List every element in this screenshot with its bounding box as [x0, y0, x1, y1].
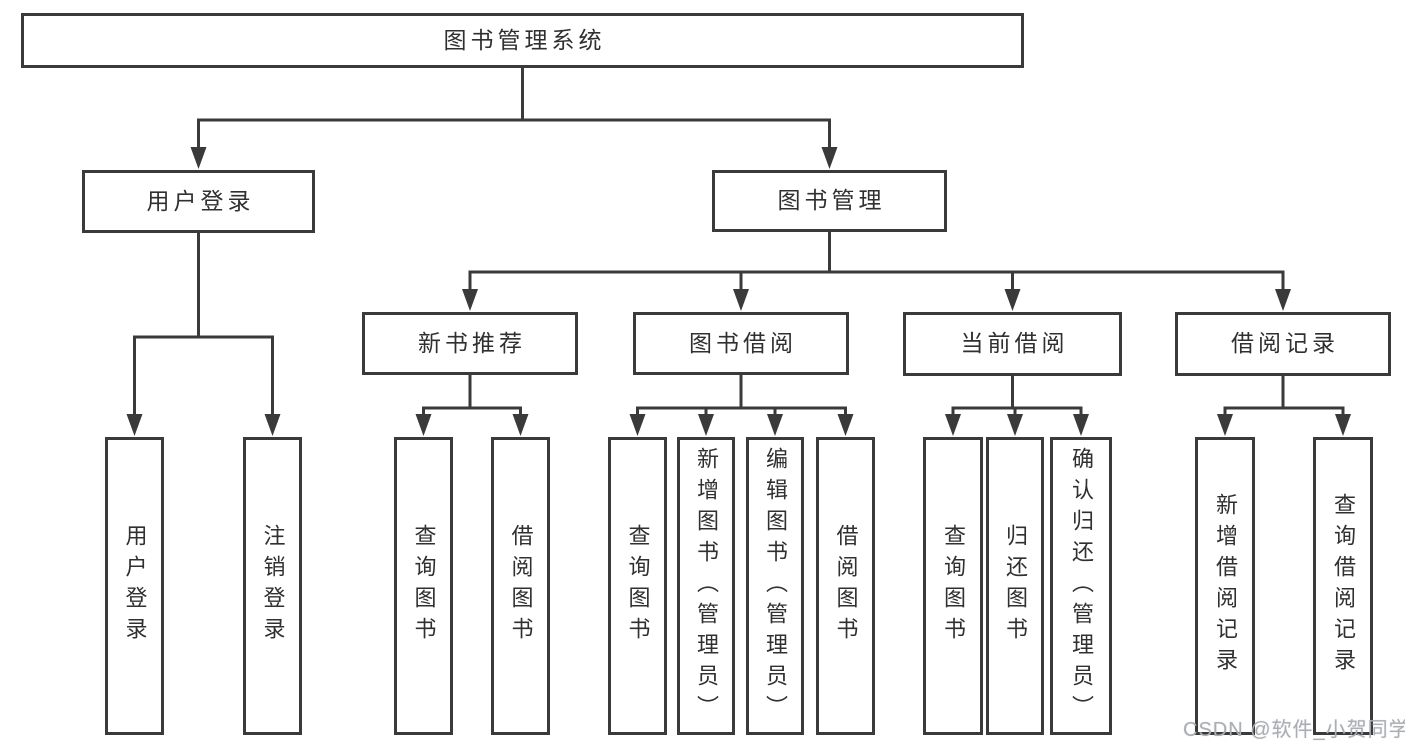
node-label-current-borrow: 当前借阅 — [960, 330, 1069, 357]
node-label-br-add-record: 新增借阅记录 — [1213, 493, 1238, 679]
node-label-book-borrow: 图书借阅 — [689, 329, 797, 356]
node-label-bb-edit-books: 编辑图书（管理员） — [763, 446, 788, 726]
arrowhead-icon — [264, 414, 281, 436]
arrowhead-icon — [1004, 289, 1021, 311]
arrowhead-icon — [767, 414, 783, 436]
node-user-login: 用户登录 — [82, 170, 315, 233]
node-book-management: 图书管理 — [712, 170, 947, 232]
node-label-nb-query-books: 查询图书 — [411, 524, 437, 648]
arrowhead-icon — [190, 147, 207, 169]
node-borrow-records: 借阅记录 — [1175, 312, 1391, 376]
node-cb-confirm-return: 确认归还（管理员） — [1050, 437, 1112, 735]
node-label-borrow-records: 借阅记录 — [1231, 330, 1339, 357]
arrowhead-icon — [821, 147, 838, 169]
node-bb-edit-books: 编辑图书（管理员） — [746, 437, 804, 735]
arrowhead-icon — [415, 414, 432, 436]
node-label-bb-add-books: 新增图书（管理员） — [694, 446, 719, 726]
node-label-book-management: 图书管理 — [777, 187, 886, 214]
node-label-new-book-recommend: 新书推荐 — [418, 329, 526, 356]
node-current-borrow: 当前借阅 — [903, 312, 1122, 376]
node-br-add-record: 新增借阅记录 — [1195, 437, 1255, 735]
node-label-bb-borrow-books: 借阅图书 — [833, 524, 859, 648]
node-book-borrow: 图书借阅 — [633, 312, 849, 375]
arrowhead-icon — [945, 414, 961, 436]
arrowhead-icon — [1007, 414, 1023, 436]
arrowhead-icon — [1335, 414, 1351, 436]
arrowhead-icon — [126, 414, 143, 436]
arrowhead-icon — [629, 414, 646, 436]
node-cb-query-books: 查询图书 — [923, 437, 983, 735]
node-br-query-record: 查询借阅记录 — [1313, 437, 1373, 735]
arrowhead-icon — [1073, 414, 1089, 436]
arrowhead-icon — [733, 289, 749, 311]
node-logout-action: 注销登录 — [243, 437, 302, 735]
arrowhead-icon — [462, 289, 478, 311]
node-new-book-recommend: 新书推荐 — [362, 312, 578, 375]
node-label-cb-query-books: 查询图书 — [941, 524, 966, 648]
node-label-br-query-record: 查询借阅记录 — [1331, 493, 1356, 679]
arrowhead-icon — [1275, 289, 1291, 311]
node-bb-borrow-books: 借阅图书 — [816, 437, 875, 735]
arrowhead-icon — [837, 414, 854, 436]
node-user-login-action: 用户登录 — [105, 437, 164, 735]
node-cb-return-books: 归还图书 — [986, 437, 1044, 735]
watermark: CSDN @软件_小贺同学 — [1183, 719, 1405, 741]
node-label-bb-query-books: 查询图书 — [625, 524, 651, 648]
node-system: 图书管理系统 — [21, 13, 1024, 68]
node-label-logout-action: 注销登录 — [260, 524, 286, 648]
node-label-nb-borrow-books: 借阅图书 — [508, 524, 534, 648]
node-label-cb-confirm-return: 确认归还（管理员） — [1069, 446, 1094, 726]
node-nb-query-books: 查询图书 — [394, 437, 453, 735]
arrowhead-icon — [1217, 414, 1233, 436]
arrowhead-icon — [698, 414, 714, 436]
node-nb-borrow-books: 借阅图书 — [491, 437, 550, 735]
node-label-cb-return-books: 归还图书 — [1003, 524, 1028, 648]
node-label-user-login: 用户登录 — [146, 187, 255, 214]
arrowhead-icon — [512, 414, 529, 436]
node-label-system: 图书管理系统 — [443, 26, 606, 53]
node-bb-query-books: 查询图书 — [608, 437, 667, 735]
node-bb-add-books: 新增图书（管理员） — [677, 437, 735, 735]
node-label-user-login-action: 用户登录 — [122, 524, 148, 648]
